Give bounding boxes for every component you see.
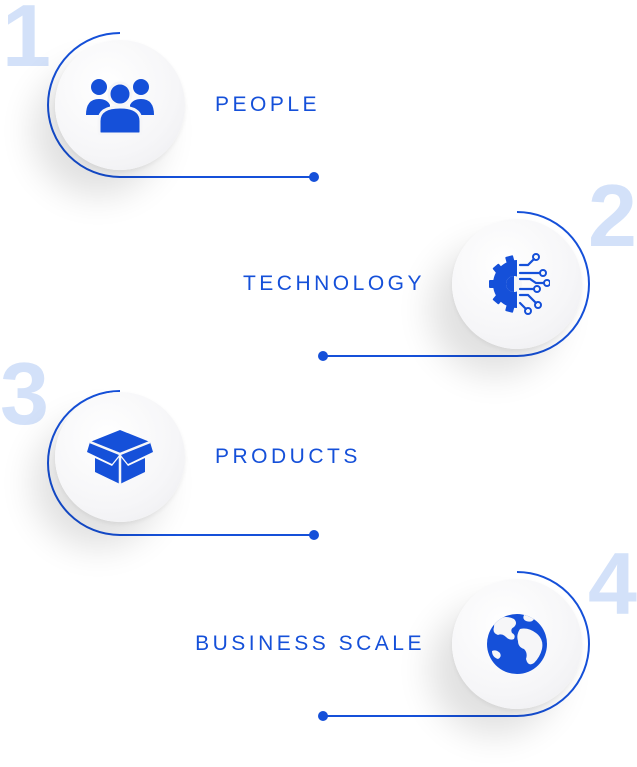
connector-dot-2 — [318, 351, 328, 361]
connector-arc-1 — [47, 32, 314, 178]
step-number-4: 4 — [588, 534, 637, 633]
step-number-3: 3 — [0, 344, 49, 443]
step-circle-3 — [55, 392, 185, 522]
step-circle-1 — [55, 40, 185, 170]
connector-dot-1 — [309, 172, 319, 182]
step-number-1: 1 — [2, 0, 51, 85]
connector-dot-3 — [309, 530, 319, 540]
step-label-products: PRODUCTS — [215, 445, 361, 468]
connector-dot-4 — [318, 711, 328, 721]
step-circle-4 — [452, 579, 582, 709]
box-icon — [87, 430, 153, 484]
connector-arc-3 — [47, 390, 314, 536]
step-label-business-scale: BUSINESS SCALE — [195, 632, 425, 655]
step-label-technology: TECHNOLOGY — [242, 272, 425, 295]
people-icon — [86, 79, 154, 135]
step-label-people: PEOPLE — [215, 93, 321, 116]
globe-icon — [487, 614, 547, 674]
step-circle-2 — [452, 219, 582, 349]
step-number-2: 2 — [588, 166, 637, 265]
connector-arc-2 — [323, 211, 590, 357]
connector-arc-4 — [323, 571, 590, 717]
circuit-gear-icon — [489, 253, 550, 315]
